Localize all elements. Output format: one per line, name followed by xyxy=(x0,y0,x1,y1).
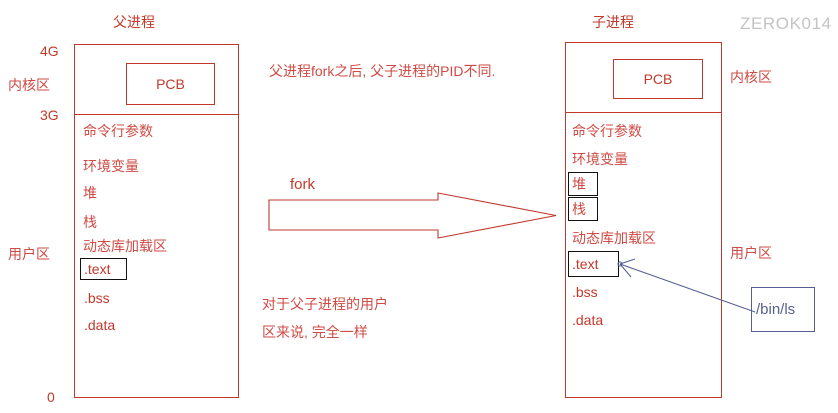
child-segment-data: .data xyxy=(572,312,604,328)
parent-kernel-zone-label: 内核区 xyxy=(8,77,50,93)
parent-segment-heap: 堆 xyxy=(83,185,97,201)
binls-connector xyxy=(600,250,770,325)
user-space-note-line1: 对于父子进程的用户 xyxy=(262,296,388,312)
child-pcb-box: PCB xyxy=(613,59,703,99)
binls-arrowhead-lower xyxy=(619,263,632,278)
child-kernel-zone-label: 内核区 xyxy=(730,69,772,85)
parent-segment-dynlib: 动态库加载区 xyxy=(83,238,167,254)
child-segment-text-label: .text xyxy=(572,256,599,272)
child-segment-env: 环境变量 xyxy=(572,151,628,167)
child-segment-bss: .bss xyxy=(572,284,598,300)
fork-arrow-shape xyxy=(268,192,557,239)
binls-callout-label: /bin/ls xyxy=(756,301,796,318)
user-space-note-line2: 区来说, 完全一样 xyxy=(262,324,368,340)
child-segment-argv: 命令行参数 xyxy=(572,123,642,139)
parent-segment-stack: 栈 xyxy=(83,214,97,230)
fork-pid-note: 父进程fork之后, 父子进程的PID不同. xyxy=(269,63,496,79)
child-segment-heap-label: 堆 xyxy=(572,176,586,192)
binls-callout-box: /bin/ls xyxy=(751,287,815,332)
parent-segment-text-label: .text xyxy=(84,261,111,277)
binls-anchor-dot xyxy=(617,261,623,267)
fork-arrow-label: fork xyxy=(290,176,316,193)
child-kernel-user-divider xyxy=(565,112,722,113)
parent-pcb-label: PCB xyxy=(156,76,185,92)
watermark-label: ZEROK014 xyxy=(740,14,832,33)
parent-segment-env: 环境变量 xyxy=(83,158,139,174)
binls-connector-line xyxy=(619,263,756,313)
parent-process-title: 父进程 xyxy=(113,14,155,30)
parent-scale-3g: 3G xyxy=(40,107,59,123)
child-segment-stack-label: 栈 xyxy=(572,201,586,217)
parent-kernel-user-divider xyxy=(74,114,239,115)
parent-scale-0: 0 xyxy=(47,389,55,405)
parent-memory-frame xyxy=(74,44,239,398)
child-segment-heap-box: 堆 xyxy=(568,172,598,196)
parent-pcb-box: PCB xyxy=(126,63,215,105)
child-user-zone-label: 用户区 xyxy=(730,245,772,261)
fork-arrow xyxy=(268,192,558,240)
child-segment-dynlib: 动态库加载区 xyxy=(572,230,656,246)
parent-segment-data: .data xyxy=(84,317,116,333)
child-segment-stack-box: 栈 xyxy=(568,197,598,221)
child-process-title: 子进程 xyxy=(592,14,634,30)
parent-segment-argv: 命令行参数 xyxy=(83,123,153,139)
binls-arrowhead-upper xyxy=(619,258,636,265)
parent-user-zone-label: 用户区 xyxy=(8,246,50,262)
parent-segment-bss: .bss xyxy=(84,290,110,306)
parent-segment-text-box: .text xyxy=(80,258,127,280)
parent-scale-4g: 4G xyxy=(40,43,59,59)
child-pcb-label: PCB xyxy=(643,71,673,87)
child-memory-frame xyxy=(565,42,722,398)
